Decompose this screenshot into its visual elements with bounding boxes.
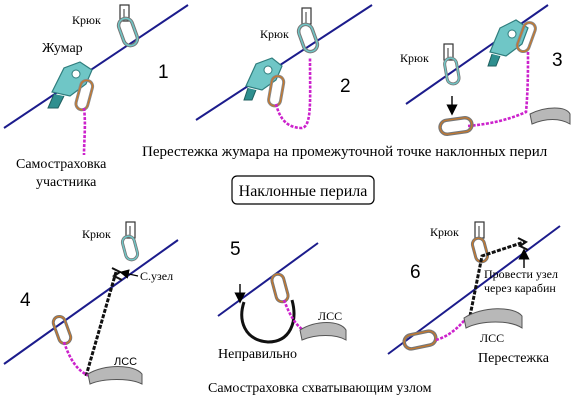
panel-number: 3 [552,50,563,71]
prusik-cord [468,240,525,317]
panel-number: 1 [158,62,169,83]
panel-number: 5 [230,239,241,260]
carabiner-icon [74,78,95,112]
carabiner-icon [438,115,474,137]
panel-2: Крюк 2 [195,4,373,130]
carabiner-icon [270,272,290,304]
carabiner-icon [267,74,286,108]
inclined-rope [217,242,319,317]
carabiner-icon [296,22,320,54]
self-belay-sling [435,315,470,342]
panel-6: Крюк Провести узел через карабин ЛСС Пер… [387,221,561,366]
inclined-rope [3,239,179,365]
label-wrong: Неправильно [218,347,297,362]
center-title-box: Наклонные перила [231,175,375,205]
carabiner-icon [470,236,490,264]
panel-number: 6 [410,262,421,283]
ascender-icon [243,57,283,101]
carabiner-icon [443,56,461,86]
hook-icon [301,7,312,25]
self-belay-sling [467,51,530,128]
self-belay-sling [62,341,91,378]
label-lss: ЛСС [114,356,137,368]
harness-icon [87,366,143,385]
harness-icon [463,308,523,329]
ascender-icon [487,19,529,67]
label-lss: ЛСС [318,309,342,323]
self-belay-sling [274,57,312,130]
panel-1: Крюк Жумар Самостраховка участника 1 [3,4,189,190]
prusik-knot [111,267,123,281]
label-hook: Крюк [72,13,101,27]
label-self-belay: Самостраховка [16,157,107,172]
label-lss: ЛСС [480,331,504,345]
hook-icon [474,221,485,239]
carabiner-icon [116,16,140,48]
label-hook: Крюк [260,27,289,41]
panel-4: Крюк С.узел ЛСС 4 [3,221,179,385]
prusik-cord [84,271,118,377]
carabiner-icon [120,234,140,262]
inclined-rope [3,4,189,129]
panel-number: 4 [20,290,31,311]
inclined-rope [195,4,373,121]
panel-5: ЛСС Неправильно 5 [217,239,347,362]
label-knot: С.узел [140,269,173,283]
panel-3: Крюк 3 [400,4,571,137]
label-hook: Крюк [400,51,429,65]
label-clip: Перестежка [478,351,550,366]
label-hook: Крюк [430,225,459,239]
label-ascender: Жумар [42,41,83,56]
inclined-rope [405,4,549,105]
prusik-loop-wrong [240,299,296,344]
label-route-knot-1: Провести узел [484,267,558,281]
harness-icon [529,107,571,125]
label-participant: участника [36,175,97,190]
carabiner-icon [402,329,438,351]
ascender-icon [47,61,93,109]
caption-bottom: Самостраховка схватывающим узлом [208,381,432,396]
label-route-knot-2: через карабин [484,281,556,295]
carabiner-icon [51,314,73,346]
harness-icon [299,322,347,341]
label-hook: Крюк [82,227,111,241]
center-title: Наклонные перила [239,183,368,200]
prusik-knot [517,237,529,251]
panel-number: 2 [340,76,351,97]
caption-top: Перестежка жумара на промежуточной точке… [142,144,548,160]
self-belay-sling [82,107,87,156]
arrow-icon [119,269,139,279]
carabiner-icon [515,21,537,54]
